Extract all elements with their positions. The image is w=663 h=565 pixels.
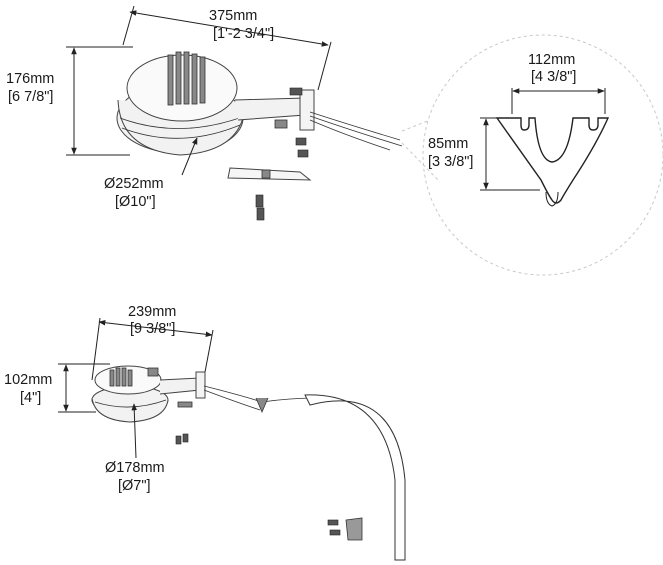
small-diameter-in: [Ø7"] bbox=[118, 478, 151, 494]
bracket-width-in: [4 3/8"] bbox=[531, 69, 576, 85]
small-width-in: [9 3/8"] bbox=[130, 321, 175, 337]
large-width-dimension bbox=[122, 5, 332, 91]
bracket-width-dimension bbox=[511, 88, 606, 114]
small-height-in: [4"] bbox=[20, 390, 41, 406]
bracket-width-mm: 112mm bbox=[528, 52, 575, 68]
large-width-mm: 375mm bbox=[209, 8, 257, 24]
small-heat-sink bbox=[109, 367, 133, 387]
small-fixture-illustration bbox=[91, 365, 406, 561]
small-width-dimension bbox=[91, 317, 214, 381]
large-diameter-leader bbox=[181, 137, 198, 176]
large-fixture-illustration bbox=[116, 51, 403, 221]
bracket-height-in: [3 3/8"] bbox=[428, 154, 473, 170]
large-width-in: [1'-2 3/4"] bbox=[213, 26, 274, 42]
bracket-height-mm: 85mm bbox=[428, 136, 468, 152]
small-height-mm: 102mm bbox=[4, 372, 52, 388]
bracket-height-dimension bbox=[480, 117, 540, 191]
small-height-dimension bbox=[58, 363, 110, 413]
small-width-mm: 239mm bbox=[128, 304, 176, 320]
large-height-mm: 176mm bbox=[6, 71, 54, 87]
large-heat-sink bbox=[167, 51, 206, 106]
bracket-detail-drawing bbox=[495, 117, 610, 207]
large-diameter-in: [Ø10"] bbox=[115, 194, 156, 210]
small-diameter-mm: Ø178mm bbox=[105, 460, 165, 476]
large-height-in: [6 7/8"] bbox=[8, 89, 53, 105]
bracket-detail-callout bbox=[401, 34, 663, 276]
large-diameter-mm: Ø252mm bbox=[104, 176, 164, 192]
small-diameter-leader bbox=[131, 403, 138, 459]
large-height-dimension bbox=[66, 46, 133, 156]
